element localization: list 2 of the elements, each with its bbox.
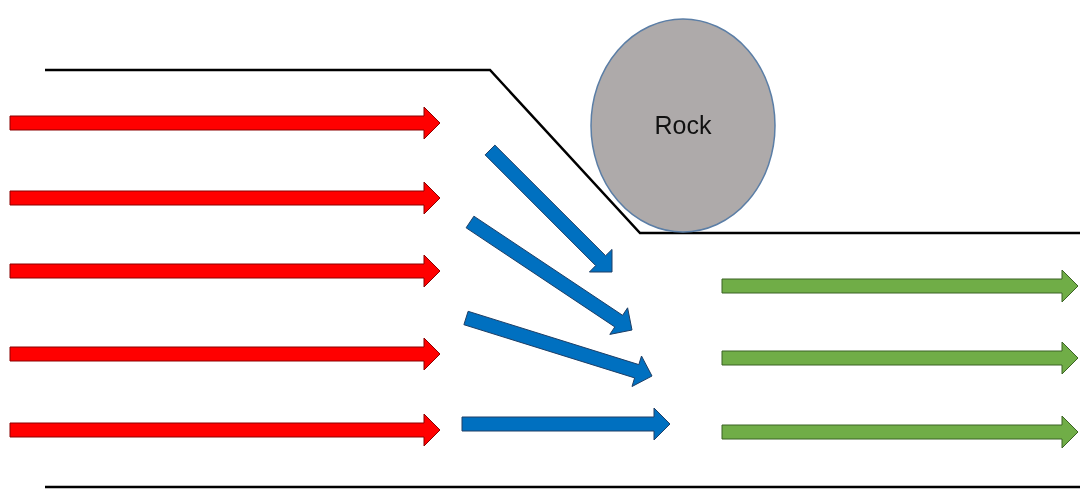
rock-ellipse xyxy=(590,18,776,233)
rock-label: Rock xyxy=(654,111,712,140)
